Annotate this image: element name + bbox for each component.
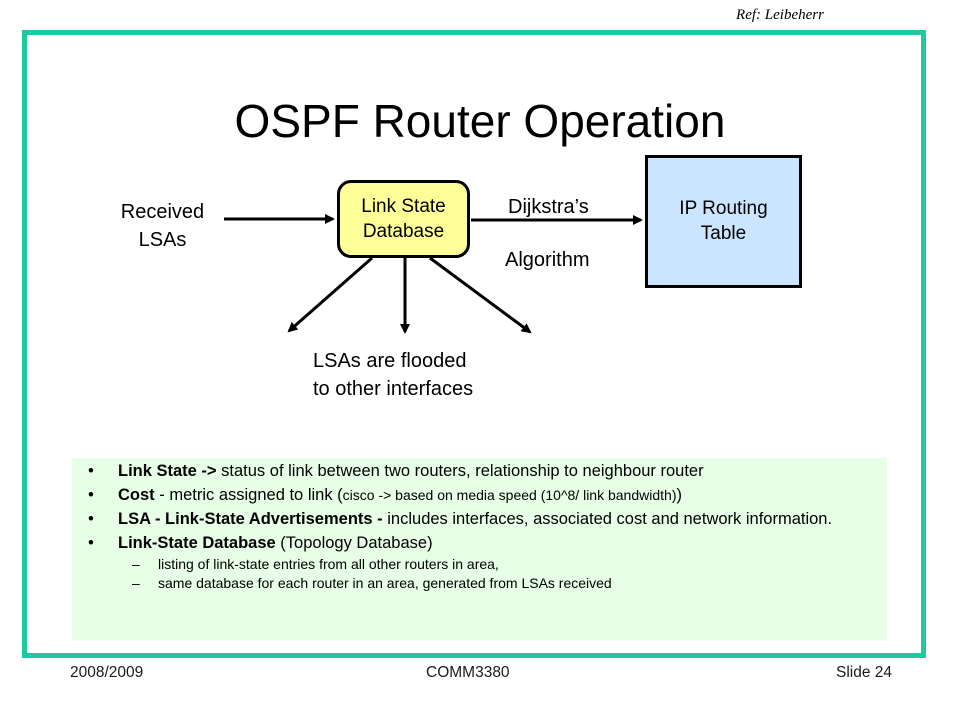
lsdb-line-2: Database	[362, 221, 445, 242]
algorithm-label: Algorithm	[505, 249, 590, 271]
footer-slide-number: Slide 24	[836, 664, 893, 681]
footer-course: COMM3380	[426, 664, 510, 681]
flooded-label: LSAs are flooded to other interfaces	[313, 347, 473, 403]
ip-routing-table-box: IP Routing Table	[645, 155, 802, 288]
flooded-line-2: to other interfaces	[313, 378, 474, 400]
note-lsdb-sub-2: same database for each router in an area…	[88, 574, 877, 593]
note-link-state: Link State -> status of link between two…	[88, 462, 877, 481]
arrow-flood-left	[287, 256, 373, 333]
reference-note: Ref: Leibeherr	[736, 7, 824, 23]
link-state-database-box: Link State Database	[337, 180, 470, 258]
note-lsdb: Link-State Database (Topology Database)	[88, 534, 877, 553]
note-lsdb-sub-1: listing of link-state entries from all o…	[88, 555, 877, 574]
footer-year: 2008/2009	[70, 664, 144, 681]
note-lsdb-text: (Topology Database)	[275, 534, 433, 552]
received-lsas-label: Received LSAs	[105, 198, 220, 254]
arrow-flood-right	[429, 256, 532, 334]
note-lsa-text: includes interfaces, associated cost and…	[382, 510, 833, 528]
lsdb-line-1: Link State	[361, 196, 446, 217]
note-lsdb-term: Link-State Database	[118, 534, 276, 552]
ip-table-line-2: Table	[700, 223, 747, 244]
note-cost-term: Cost	[118, 486, 155, 504]
note-cost: Cost - metric assigned to link (cisco ->…	[88, 486, 877, 505]
note-cost-detail: cisco -> based on media speed (10^8/ lin…	[342, 487, 677, 503]
note-cost-close: )	[676, 486, 682, 504]
note-link-state-text: status of link between two routers, rela…	[216, 462, 704, 480]
notes-list: Link State -> status of link between two…	[88, 462, 877, 593]
dijkstra-label: Dijkstra’s	[508, 196, 589, 218]
ip-table-line-1: IP Routing	[679, 198, 768, 219]
note-link-state-term: Link State ->	[118, 462, 217, 480]
flooded-line-1: LSAs are flooded	[313, 350, 467, 372]
slide-title: OSPF Router Operation	[234, 95, 726, 147]
note-lsa-term: LSA - Link-State Advertisements -	[118, 510, 383, 528]
note-lsa: LSA - Link-State Advertisements - includ…	[88, 510, 877, 529]
notes-box: Link State -> status of link between two…	[72, 458, 887, 640]
note-cost-text: - metric assigned to link (	[154, 486, 343, 504]
received-line-1: Received	[120, 201, 205, 223]
received-line-2: LSAs	[138, 229, 187, 251]
